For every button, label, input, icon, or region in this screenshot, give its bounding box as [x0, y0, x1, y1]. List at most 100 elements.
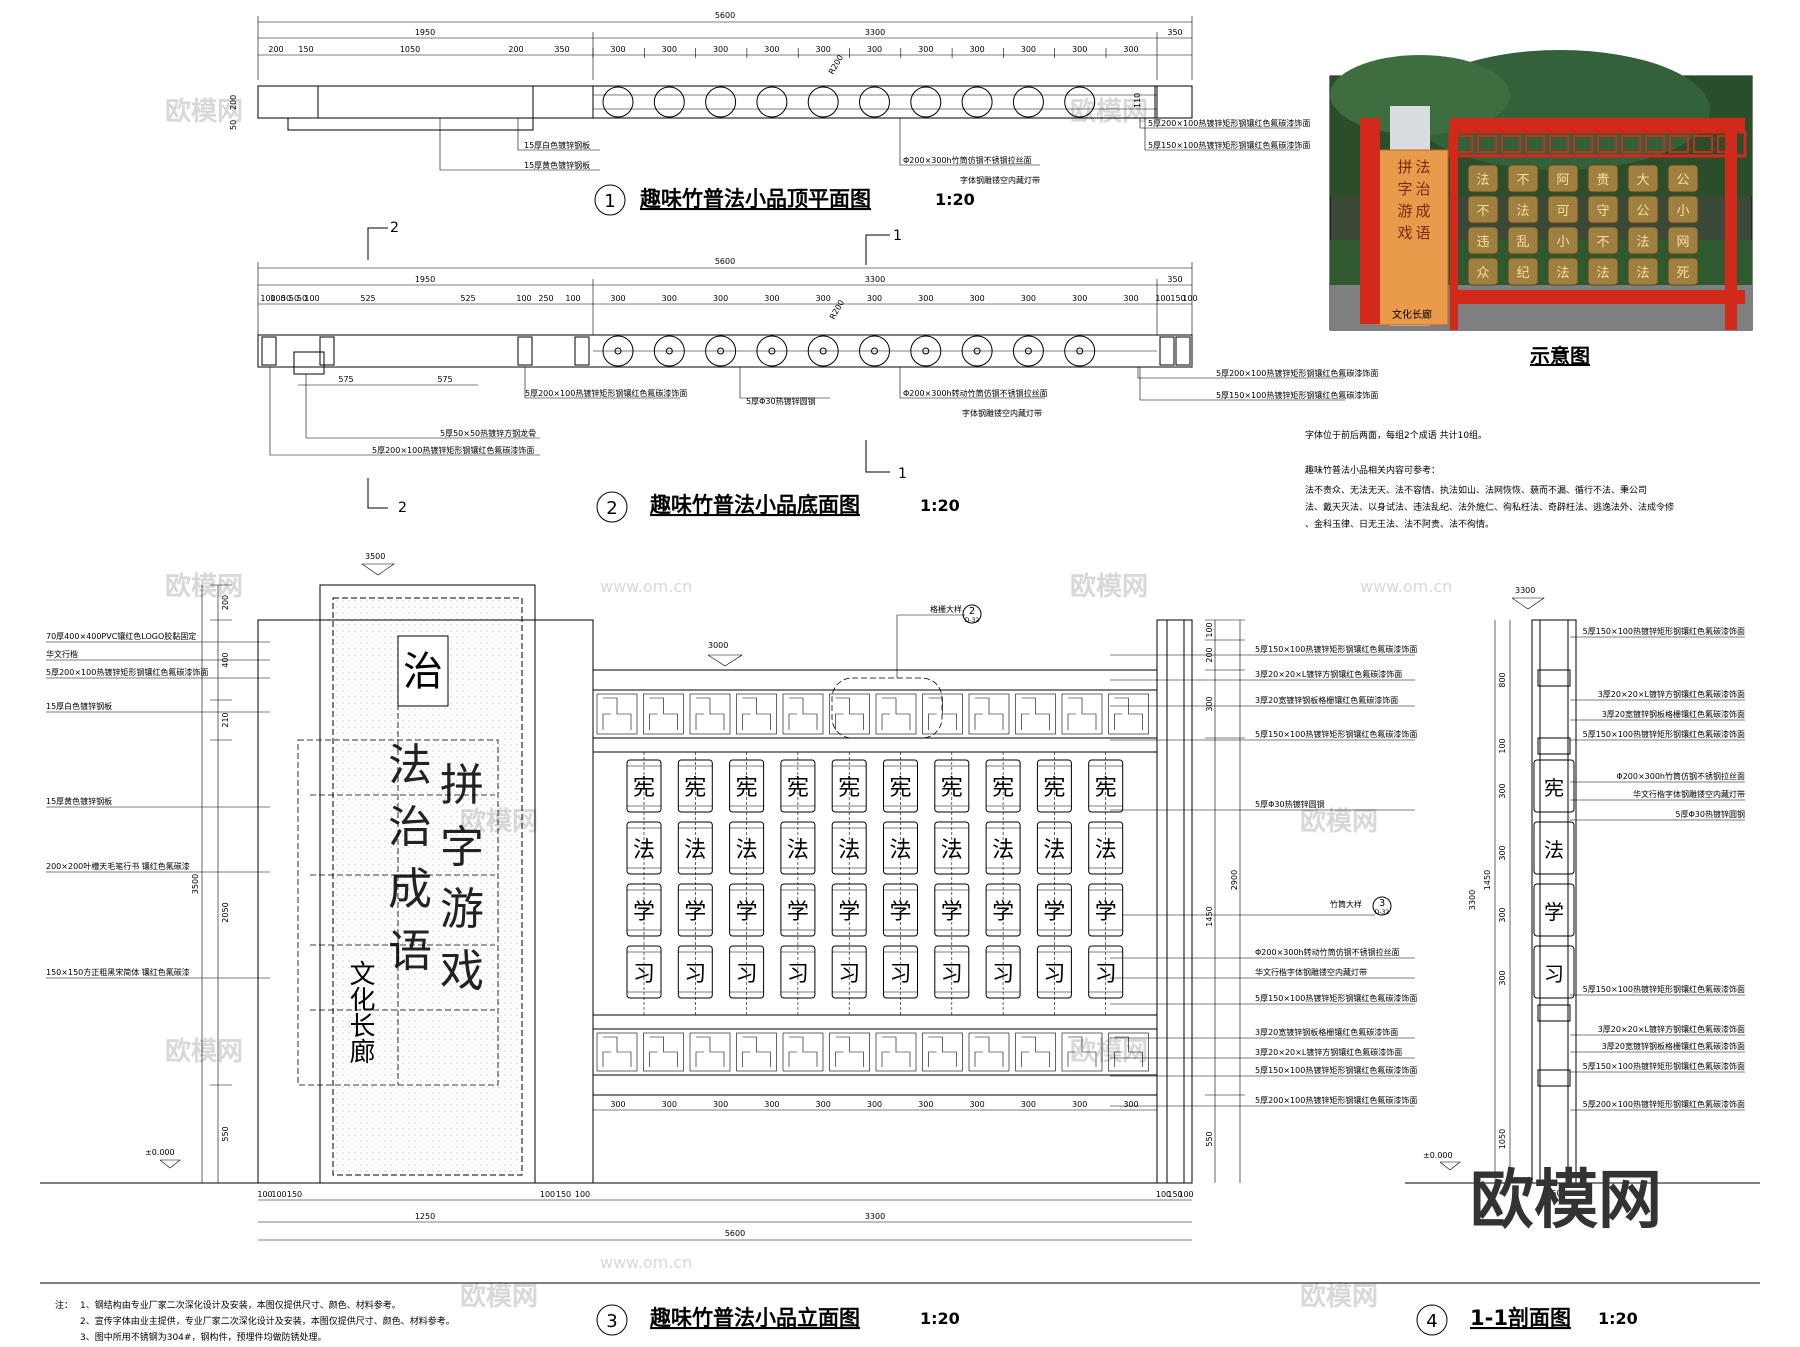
rod-bottom — [665, 347, 673, 355]
bottom-callout-5: 5厚200×100热镀锌矩形钢镶红色氟碳漆饰面 — [1216, 368, 1378, 378]
watermark-brand: 欧模网 — [1070, 571, 1148, 602]
bottom-callout-3: Φ200×300h转动竹筒仿钢不锈钢拉丝面 — [903, 388, 1048, 398]
section-vdim-1450: 1450 — [1483, 870, 1492, 890]
drum-char: 法 — [1043, 838, 1065, 863]
dim-bottom-part: 100 — [304, 294, 319, 303]
photo-sign-char: 拼 — [1397, 158, 1412, 176]
elev-right-callout: 5厚200×100热镀锌矩形钢镶红色氟碳漆饰面 — [1255, 1095, 1417, 1105]
photo-drum — [1507, 257, 1539, 286]
section-drum-char: 宪 — [1544, 776, 1564, 800]
photo-drum-char: 贵 — [1596, 173, 1609, 188]
rod-bottom — [1024, 347, 1032, 355]
elev-left-callout: 70厚400×400PVC镶红色LOGO胶黏固定 — [46, 631, 196, 641]
photo-sign-char: 游 — [1397, 202, 1412, 220]
bottom-callout-1: 5厚200×100热镀锌矩形钢镶红色氟碳漆饰面 — [525, 388, 687, 398]
section-vdim: 800 — [1498, 672, 1507, 687]
dim-spacing: 300 — [1072, 294, 1087, 303]
section-scale: 1:20 — [1598, 1309, 1638, 1328]
elev-left-callout: 15厚白色镀锌钢板 — [46, 701, 112, 711]
drum-char: 法 — [1095, 838, 1117, 863]
photo-drum — [1587, 195, 1619, 224]
elev-right-callout: 5厚150×100热镀锌矩形钢镶红色氟碳漆饰面 — [1255, 993, 1417, 1003]
photo-drum-char: 小 — [1556, 235, 1569, 250]
notes-right: 字体位于前后两面，每组2个成语 共计10组。 趣味竹普法小品相关内容可参考： 法… — [1305, 429, 1674, 530]
top-plan-num: 1 — [604, 191, 615, 212]
dim-spacing: 300 — [816, 45, 831, 54]
photo-sign-char: 成 — [1415, 202, 1430, 220]
photo-drum-char: 法 — [1476, 173, 1489, 188]
sec-mark-3300: 3300 — [1515, 586, 1535, 595]
dim-bottom-part: 100 — [270, 294, 285, 303]
dim-top-mid: 3300 — [865, 28, 885, 37]
elev-panel-char: 拼 — [440, 760, 484, 811]
section-drum-char: 习 — [1544, 962, 1564, 986]
dim-side-200: 200 — [229, 95, 238, 110]
note-2: 2、宣传字体由业主提供，专业厂家二次深化设计及安装，本图仅提供尺寸、颜色、材料参… — [80, 1315, 455, 1327]
photo-drum-char: 大 — [1636, 173, 1649, 188]
dim-spacing: 300 — [662, 45, 677, 54]
bamboo-drum-plan — [961, 86, 993, 118]
dim-bottom-r2: 150 — [1170, 294, 1185, 303]
photo-drum-char: 违 — [1476, 235, 1489, 250]
dim-spacing: 300 — [610, 1100, 625, 1109]
section-callout: 5厚150×100热镀锌矩形钢镶红色氟碳漆饰面 — [1583, 626, 1745, 636]
watermark-url: www.om.cn — [1360, 577, 1452, 596]
dim-spacing: 300 — [713, 45, 728, 54]
dim-r200: R200 — [827, 53, 845, 76]
dim-spacing: 300 — [918, 294, 933, 303]
bamboo-drum-bottom — [602, 335, 634, 367]
elev-right-callout: 5厚150×100热镀锌矩形钢镶红色氟碳漆饰面 — [1255, 729, 1417, 739]
elev-vdim: 210 — [221, 712, 230, 727]
elev-vdim-total: 3500 — [191, 874, 200, 894]
elev-right-callout: 5厚150×100热镀锌矩形钢镶红色氟碳漆饰面 — [1255, 644, 1417, 654]
dim-spacing: 300 — [867, 1100, 882, 1109]
watermark-brand: 欧模网 — [1070, 1036, 1148, 1067]
elev-bdim: 150 — [556, 1190, 571, 1199]
dim-bottom-right: 350 — [1167, 275, 1182, 284]
photo-drum-char: 法 — [1556, 266, 1569, 281]
photo-drum-char: 守 — [1596, 204, 1609, 219]
rod-bottom — [819, 347, 827, 355]
dim-spacing: 300 — [764, 1100, 779, 1109]
dim-bottom-575a: 575 — [338, 375, 353, 384]
dim-spacing: 300 — [969, 294, 984, 303]
dim-spacing: 300 — [662, 1100, 677, 1109]
photo-drum-char: 阿 — [1556, 173, 1569, 188]
dim-bottom-575b: 575 — [437, 375, 452, 384]
bamboo-drum-bottom — [807, 335, 839, 367]
watermark-brand: 欧模网 — [460, 1281, 538, 1312]
elev-panel-char: 游 — [440, 884, 484, 935]
section-callout: 3厚20宽镀锌钢板格栅镶红色氟碳漆饰面 — [1602, 1041, 1745, 1051]
elev-left-callout: 5厚200×100热镀锌矩形钢镶红色氟碳漆饰面 — [46, 667, 208, 677]
photo-sign — [1375, 149, 1449, 326]
note-line4: 法、戴天灭法、以身试法、违法乱纪、法外施仁、徇私枉法、奇辟枉法、逃逸法外、法成令… — [1305, 501, 1674, 513]
elev-rdim: 1450 — [1205, 906, 1214, 926]
dim-bottom-part: 250 — [538, 294, 553, 303]
bamboo-drum-bottom — [961, 335, 993, 367]
bottom-callout-7: 5厚50×50热镀锌方钢龙骨 — [440, 428, 536, 438]
section-drum — [1533, 759, 1575, 813]
dim-bottom-mid: 3300 — [865, 275, 885, 284]
elev-mark-3000: 3000 — [708, 641, 728, 650]
section-vdim: 100 — [1498, 738, 1507, 753]
detail-drum-num: 3 — [1379, 898, 1385, 909]
watermark-brand: 欧模网 — [165, 571, 243, 602]
elev-bdim: 150 — [287, 1190, 302, 1199]
dim-bottom-part: 100 — [260, 294, 275, 303]
dim-bottom-left: 1950 — [415, 275, 435, 284]
elev-panel-char: 成 — [388, 864, 432, 915]
top-plan-scale: 1:20 — [935, 190, 975, 209]
photo-drum — [1587, 257, 1619, 286]
elev-dim-3300: 3300 — [865, 1212, 885, 1221]
bamboo-drum-bottom — [756, 335, 788, 367]
bamboo-drum-plan — [602, 86, 634, 118]
note-3: 3、图中所用不锈钢为304#，钢构件，预埋件均做防锈处理。 — [80, 1331, 326, 1343]
bottom-plan-scale: 1:20 — [920, 496, 960, 515]
photo-drum — [1467, 257, 1499, 286]
top-callout-2: 15厚黄色镀锌钢板 — [524, 160, 590, 170]
elev-panel-char: 戏 — [440, 946, 484, 997]
elev-panel-char: 语 — [388, 926, 432, 977]
photo-sign-char: 字 — [1397, 180, 1412, 198]
